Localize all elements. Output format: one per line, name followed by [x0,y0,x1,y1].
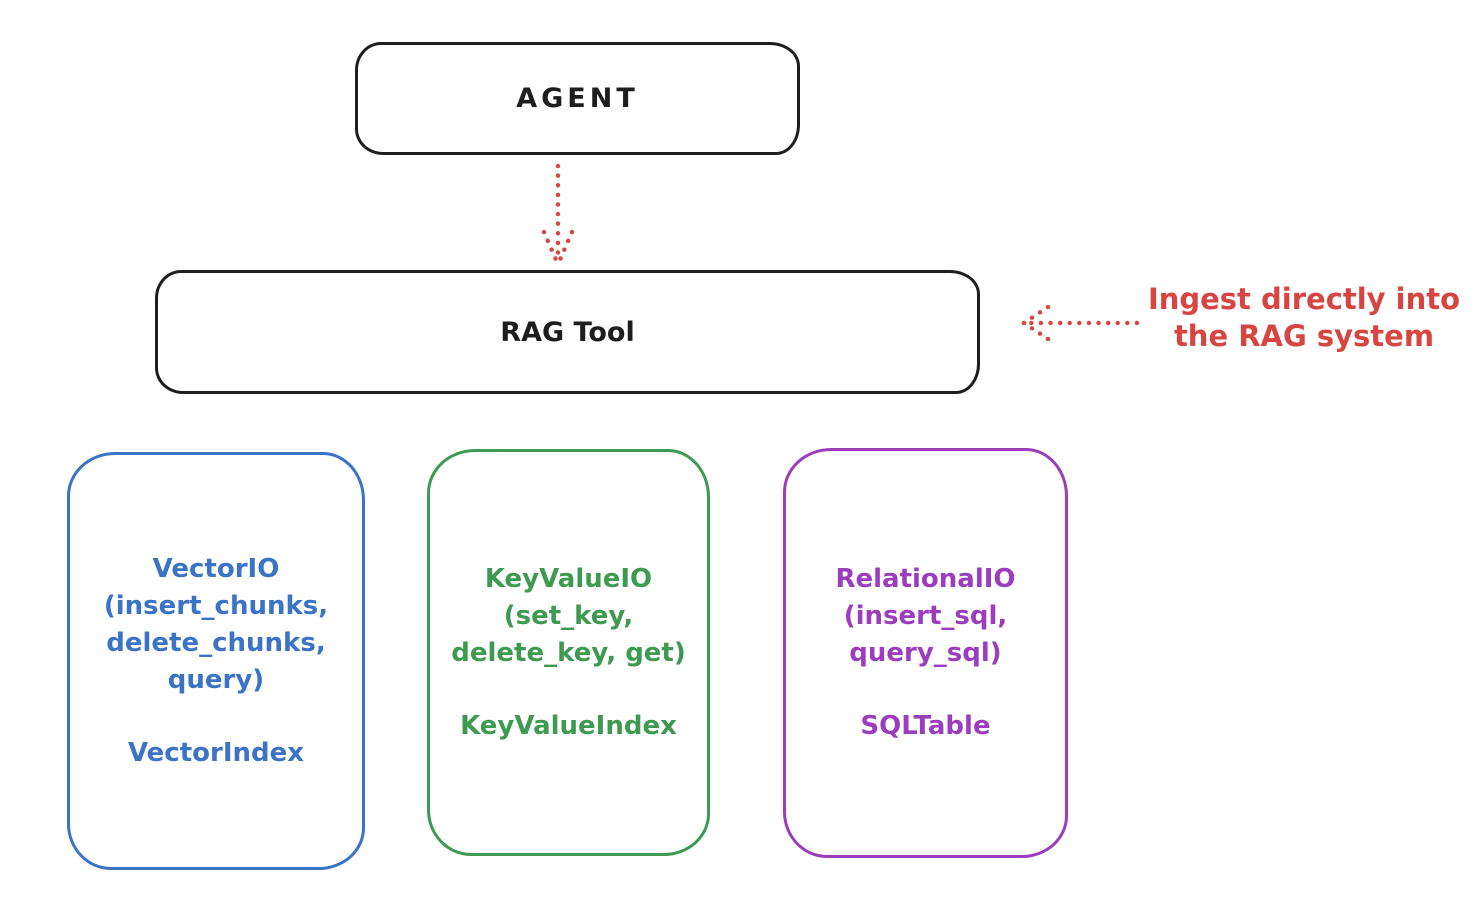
arrow-annotation-to-rag-icon [1021,304,1140,342]
node-rag-tool: RAG Tool [155,270,980,394]
arrow-agent-to-rag-icon [541,163,575,265]
relational-io-body: RelationalIO (insert_sql, query_sql) [835,564,1016,668]
node-vector-io: VectorIO (insert_chunks, delete_chunks, … [67,452,365,870]
keyvalue-io-footer: KeyValueIndex [460,710,677,741]
node-relational-io: RelationalIO (insert_sql, query_sql) SQL… [783,448,1068,858]
relational-io-footer: SQLTable [860,711,991,741]
agent-label: AGENT [516,83,639,114]
vector-io-body: VectorIO (insert_chunks, delete_chunks, … [103,553,329,695]
rag-tool-label: RAG Tool [500,316,635,348]
keyvalue-io-body: KeyValueIO (set_key, delete_key, get) [451,563,686,668]
annotation-line-1: Ingest directly into [1147,282,1461,316]
annotation-ingest: Ingest directly into the RAG system [1130,281,1478,355]
annotation-line-2: the RAG system [1173,319,1435,353]
node-keyvalue-io: KeyValueIO (set_key, delete_key, get) Ke… [427,449,710,856]
vector-io-footer: VectorIndex [127,737,305,768]
node-agent: AGENT [355,42,800,155]
